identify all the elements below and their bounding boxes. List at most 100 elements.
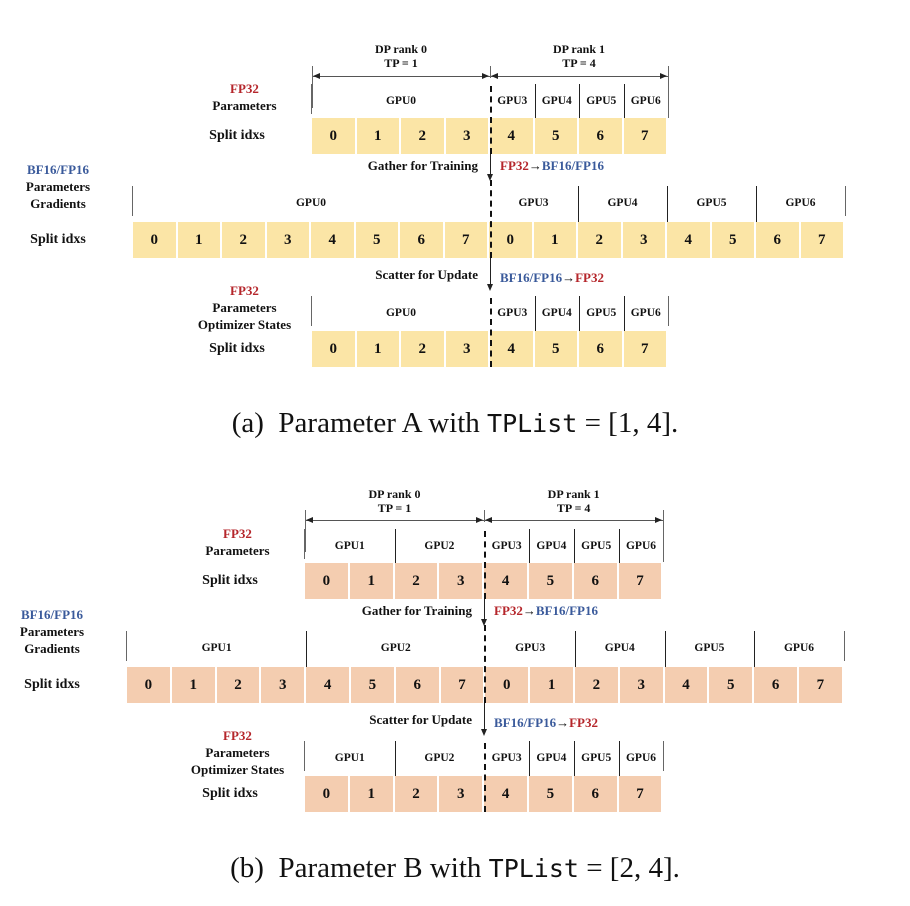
split-idx-cell: 4 [484,563,529,599]
caption-suffix: = [1, 4]. [577,407,679,439]
split-idxs-label: Split idxs [209,128,265,143]
dp-rank-1-span-line [490,76,668,77]
tp-label: TP = 4 [562,56,596,70]
tensor-label: Parameters [205,745,270,760]
split-idx-cell: 1 [356,331,401,367]
gpu-header: GPU3 [515,642,546,654]
tensor-label: Gradients [24,641,80,656]
tensor-label: Gradients [30,196,86,211]
gpu-header: GPU5 [694,642,725,654]
gather-label: Gather for Training [367,158,478,173]
dp-rank-label: DP rank 0 [374,42,427,56]
split-idx-cell: 3 [445,331,490,367]
gpu-header: GPU4 [536,540,567,552]
caption-code: TPList [488,854,579,883]
tensor-label: Parameters [212,98,277,113]
split-idx-cell: 0 [133,222,178,258]
gpu-header: GPU4 [607,197,638,209]
to-precision: FP32 [575,270,604,285]
split-idx-cell: 0 [489,222,534,258]
split-idx-cell: 2 [401,118,446,154]
split-idx-cell: 1 [533,222,578,258]
gather-conversion: FP32→BF16/FP16 [494,602,598,619]
split-idx-cell: 4 [484,776,529,812]
split-idx-cell: 6 [573,563,619,599]
split-idx-cell: 2 [222,222,267,258]
gpu-header: GPU6 [630,95,661,107]
split-idx-cell: 4 [306,667,351,703]
scatter-conversion: BF16/FP16→FP32 [494,714,598,731]
dp-boundary-line [490,298,492,367]
split-idx-cell: 5 [529,563,574,599]
gpu-header: GPU1 [201,642,232,654]
split-idx-cell: 3 [445,118,490,154]
split-idx-cell: 2 [216,667,262,703]
gpu-header: GPU6 [783,642,814,654]
to-precision: BF16/FP16 [535,603,598,618]
dp-rank-0-span-line [305,520,484,521]
from-precision: BF16/FP16 [500,270,563,285]
split-idx-cell: 7 [618,776,664,812]
gpu-header: GPU3 [491,540,522,552]
split-idx-cell: 4 [490,331,535,367]
arrow-right-icon [476,517,483,523]
split-idx-cell: 6 [579,331,624,367]
split-idx-cell: 5 [709,667,755,703]
dp-boundary-line [484,743,486,812]
split-idx-cell: 7 [623,118,668,154]
tensor-label: Parameters [19,624,85,639]
gpu-header: GPU6 [625,752,656,764]
from-precision: FP32 [500,158,529,173]
span-tick [305,510,306,552]
split-idx-cell: 6 [395,667,441,703]
split-idx-cell: 6 [754,667,799,703]
split-idx-cell: 4 [311,222,356,258]
split-idxs-label: Split idxs [24,677,80,692]
split-idx-cell: 6 [579,118,624,154]
split-idx-cell: 1 [177,222,222,258]
row-start-tick [311,84,312,114]
gpu-header: GPU5 [586,307,617,319]
gpu-header: GPU1 [334,752,365,764]
split-idx-cell: 6 [756,222,801,258]
row-start-tick [304,529,305,559]
dp-rank-0-span-line [312,76,490,77]
split-idx-cell: 7 [800,222,845,258]
row-start-tick [311,296,312,326]
gather-label: Gather for Training [361,603,472,618]
dp-rank-label: DP rank 1 [547,487,600,501]
split-idx-cell: 0 [485,667,531,703]
gpu-header: GPU4 [541,307,572,319]
arrow-right-icon [655,517,663,523]
gpu-header: GPU0 [295,197,327,209]
split-idx-cell: 1 [356,118,401,154]
gpu-header: GPU2 [380,642,411,654]
split-idxs-label: Split idxs [30,232,86,247]
gpu-header: GPU1 [334,540,365,552]
dp-rank-label: DP rank 1 [552,42,605,56]
split-idx-cell: 7 [444,222,489,258]
figure-caption: (a) Parameter A with TPList = [1, 4]. [0,407,910,440]
arrow-right-icon: → [528,158,542,173]
arrow-left-icon [313,73,320,79]
gpu-header: GPU3 [497,95,528,107]
gpu-header: GPU6 [785,197,816,209]
split-idx-cell: 1 [349,776,395,812]
gpu-header: GPU3 [497,307,528,319]
from-precision: BF16/FP16 [494,715,557,730]
to-precision: FP32 [569,715,598,730]
tensor-label: Parameters [205,543,270,558]
gpu-header: GPU2 [424,540,455,552]
caption-code: TPList [487,409,578,438]
tensor-label: Parameters [25,179,91,194]
split-idx-cell: 4 [664,667,710,703]
from-precision: FP32 [494,603,523,618]
split-idx-cell: 2 [575,667,620,703]
